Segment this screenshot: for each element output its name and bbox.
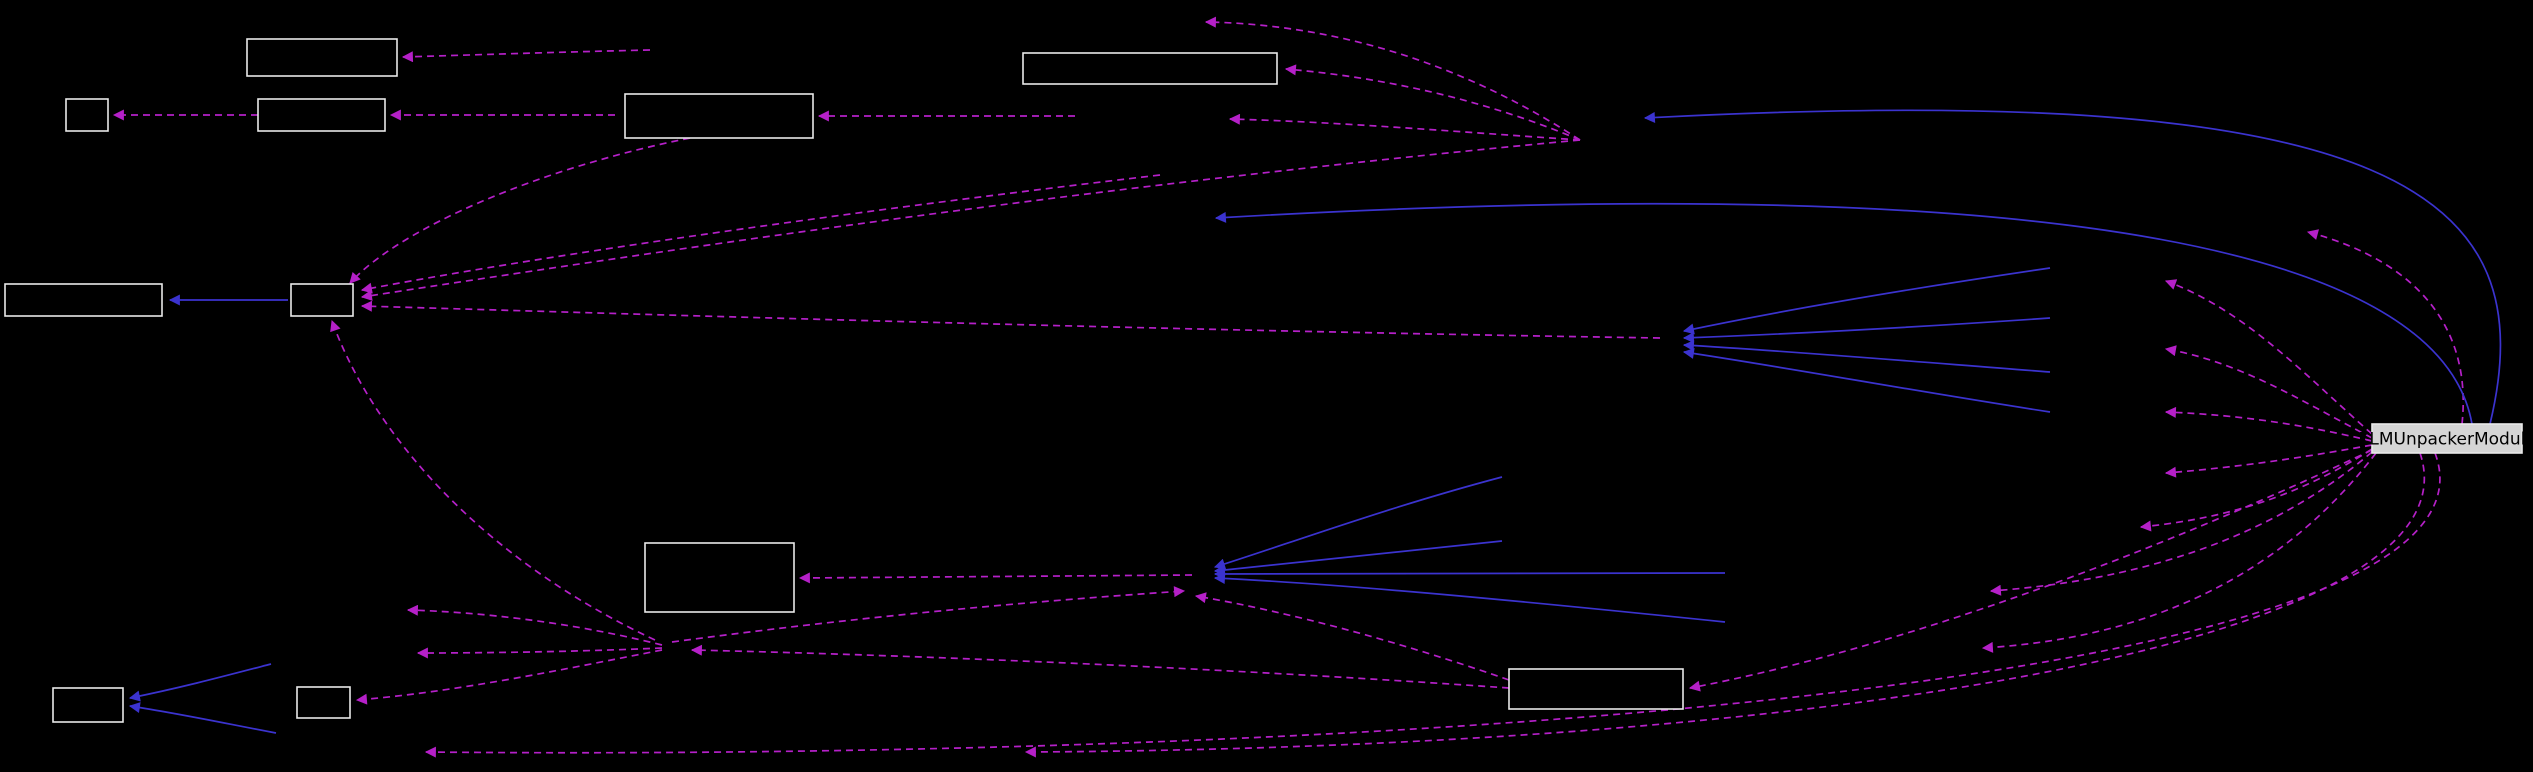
node-box-6-box[interactable] <box>4 283 163 317</box>
edge-dashed-e15 <box>2164 444 2373 478</box>
edge-solid-e34 <box>1682 317 2051 344</box>
node-klmunpackermodule-box[interactable] <box>2371 423 2523 454</box>
node-box-9[interactable] <box>52 687 124 723</box>
edge-solid-e31 <box>1643 109 2502 425</box>
edge-solid-e35 <box>1682 340 2051 373</box>
edge-dashed-e12 <box>2164 279 2373 435</box>
edge-solid-e32 <box>1214 202 2473 425</box>
edge-dashed-e23 <box>406 604 663 646</box>
edge-dashed-e3 <box>1228 113 1581 141</box>
node-box-4-box[interactable] <box>624 93 814 139</box>
edge-dashed-e14 <box>2164 406 2373 442</box>
edge-dashed-e16 <box>2139 448 2373 532</box>
edge-dashed-e5 <box>360 300 1661 339</box>
edge-dashed-e29 <box>798 572 1193 584</box>
node-klmunpackermodule[interactable]: KLMUnpackerModule <box>2358 423 2533 454</box>
edge-solid-e36 <box>1682 348 2051 413</box>
edge-dashed-e8 <box>401 49 651 63</box>
edge-dashed-e2 <box>1284 64 1581 141</box>
node-klmunpackermodule-label: KLMUnpackerModule <box>2358 430 2533 450</box>
edge-solid-e42 <box>128 663 272 702</box>
node-box-3-box[interactable] <box>257 98 386 132</box>
edge-dashed-e24 <box>416 647 663 659</box>
nodes-layer: KLMUnpackerModule <box>4 38 2533 723</box>
node-box-7[interactable] <box>290 283 354 317</box>
edge-dashed-e20 <box>424 452 2441 758</box>
edges-layer <box>112 16 2502 758</box>
edge-dashed-e25 <box>355 649 663 705</box>
node-box-10[interactable] <box>296 686 351 719</box>
edge-dashed-e7 <box>360 174 1161 294</box>
edge-dashed-e27 <box>1194 592 1510 681</box>
edge-dashed-e13 <box>2164 345 2373 439</box>
edge-dashed-e4 <box>360 139 1581 301</box>
edge-solid-e40 <box>1213 568 1726 580</box>
edge-dashed-e26 <box>690 644 1510 689</box>
node-box-10-box[interactable] <box>296 686 351 719</box>
edge-dashed-e18 <box>1981 452 2377 653</box>
node-box-1-box[interactable] <box>246 38 398 77</box>
edge-dashed-e30 <box>671 586 1186 643</box>
edge-dashed-e17 <box>1989 451 2373 596</box>
edge-dashed-e6 <box>349 137 691 284</box>
node-box-4[interactable] <box>624 93 814 139</box>
node-box-3[interactable] <box>257 98 386 132</box>
edge-solid-e43 <box>128 702 277 734</box>
node-box-8[interactable] <box>644 542 795 613</box>
node-box-5-box[interactable] <box>1022 52 1278 85</box>
node-box-11[interactable] <box>1508 668 1684 710</box>
node-box-9-box[interactable] <box>52 687 124 723</box>
node-box-1[interactable] <box>246 38 398 77</box>
node-box-5[interactable] <box>1022 52 1278 85</box>
node-box-2-box[interactable] <box>65 98 109 132</box>
edge-solid-e39 <box>1213 540 1503 576</box>
edge-dashed-e1 <box>1204 16 1581 141</box>
edge-solid-e38 <box>1213 476 1503 570</box>
node-box-7-box[interactable] <box>290 283 354 317</box>
edge-dashed-e21 <box>1688 449 2373 692</box>
node-box-6[interactable] <box>4 283 163 317</box>
node-box-11-box[interactable] <box>1508 668 1684 710</box>
node-box-8-box[interactable] <box>644 542 795 613</box>
edge-dashed-e28 <box>330 319 656 641</box>
edge-dashed-e22 <box>2306 229 2464 425</box>
node-box-2[interactable] <box>65 98 109 132</box>
edge-solid-e33 <box>1682 267 2051 335</box>
edge-dashed-e19 <box>1024 452 2426 758</box>
edge-solid-e41 <box>1213 572 1726 623</box>
